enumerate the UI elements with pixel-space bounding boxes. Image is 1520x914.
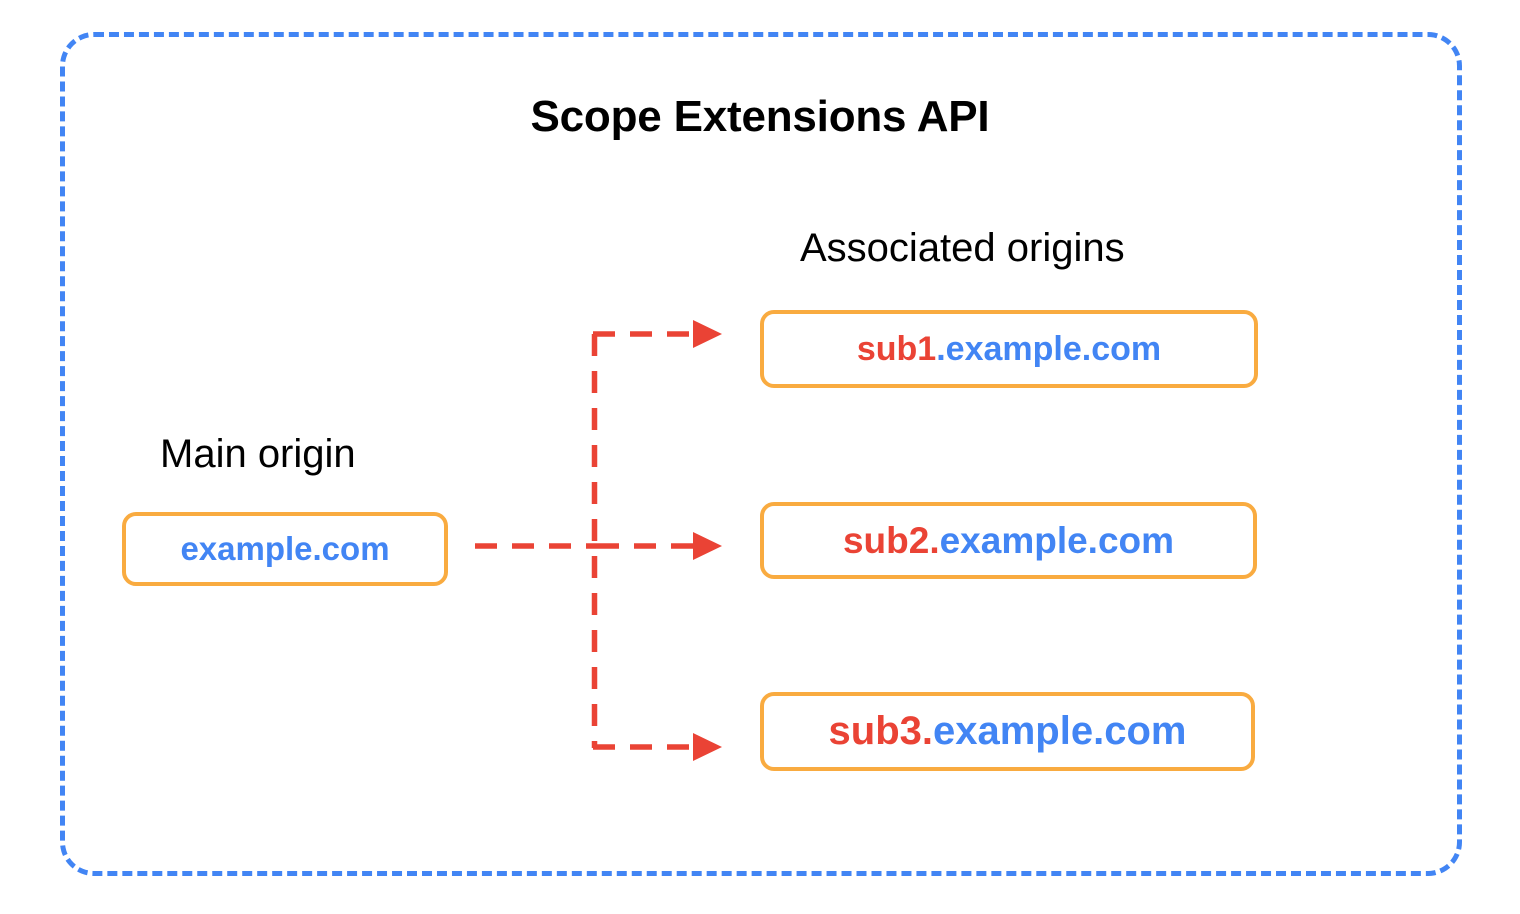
associated-origin-domain-1: example.com xyxy=(945,329,1162,368)
associated-origin-subdomain-3: sub3 xyxy=(828,709,922,753)
associated-origin-subdomain-2: sub2 xyxy=(842,519,930,561)
associated-origin-subdomain-1: sub1 xyxy=(856,329,937,368)
main-origin-label: Main origin xyxy=(160,432,356,476)
associated-origin-box-3[interactable]: sub3.example.com xyxy=(760,692,1255,771)
associated-origin-separator-3: . xyxy=(921,709,933,753)
associated-origin-domain-2: example.com xyxy=(939,519,1175,561)
associated-origins-label: Associated origins xyxy=(800,226,1125,270)
associated-origin-separator-2: . xyxy=(929,519,940,561)
associated-origin-box-1[interactable]: sub1.example.com xyxy=(760,310,1258,388)
associated-origin-separator-1: . xyxy=(936,329,946,368)
associated-origin-domain-3: example.com xyxy=(933,709,1187,753)
main-origin-domain-text: example.com xyxy=(180,530,390,567)
main-origin-box[interactable]: example.com xyxy=(122,512,448,586)
page-title: Scope Extensions API xyxy=(530,92,990,141)
associated-origin-box-2[interactable]: sub2.example.com xyxy=(760,502,1257,579)
